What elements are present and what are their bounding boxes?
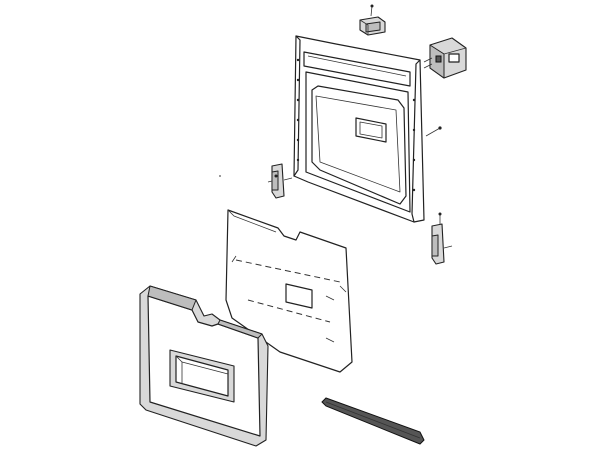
inner-door-panel	[293, 35, 442, 223]
door-insulation-sheet	[225, 209, 353, 373]
control-module	[423, 37, 467, 79]
door-latch-switch	[359, 4, 386, 36]
left-hinge-bracket	[267, 163, 293, 199]
stray-mark	[219, 175, 221, 177]
door-gasket-strip	[321, 397, 425, 445]
right-hinge-bracket	[431, 212, 453, 265]
frame-rivets	[296, 58, 416, 192]
outer-door-panel	[139, 285, 269, 447]
